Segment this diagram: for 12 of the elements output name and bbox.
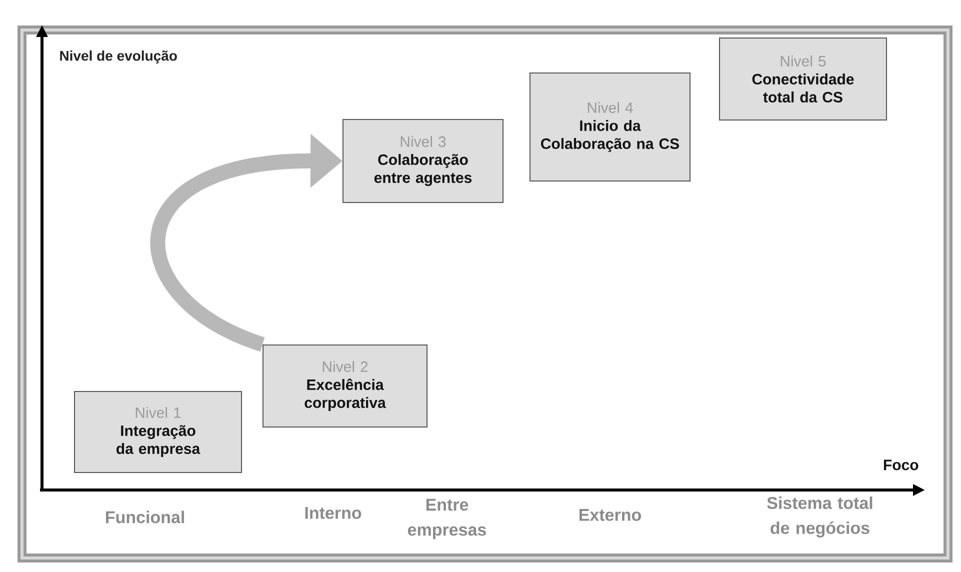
level-box: Nivel 2 Excelência corporativa: [262, 344, 428, 428]
axis-category: Externo: [580, 509, 641, 521]
axis-category: Sistema total de negócios: [767, 496, 872, 538]
axis-category: Entre empresas: [408, 498, 486, 540]
axis-category: Interno: [305, 507, 362, 519]
axis-title: Nivel de evolução: [60, 50, 177, 64]
axis-title: Foco: [884, 460, 918, 470]
level-box: Nivel 3 Colaboração entre agentes: [342, 119, 504, 203]
axis-category: Funcional: [106, 510, 184, 524]
level-box: Nivel 1 Integração da empresa: [74, 391, 242, 473]
level-box: Nivel 4 Inicio da Colaboração na CS: [530, 72, 690, 182]
level-box: Nivel 5 Conectividade total da CS: [719, 38, 887, 120]
